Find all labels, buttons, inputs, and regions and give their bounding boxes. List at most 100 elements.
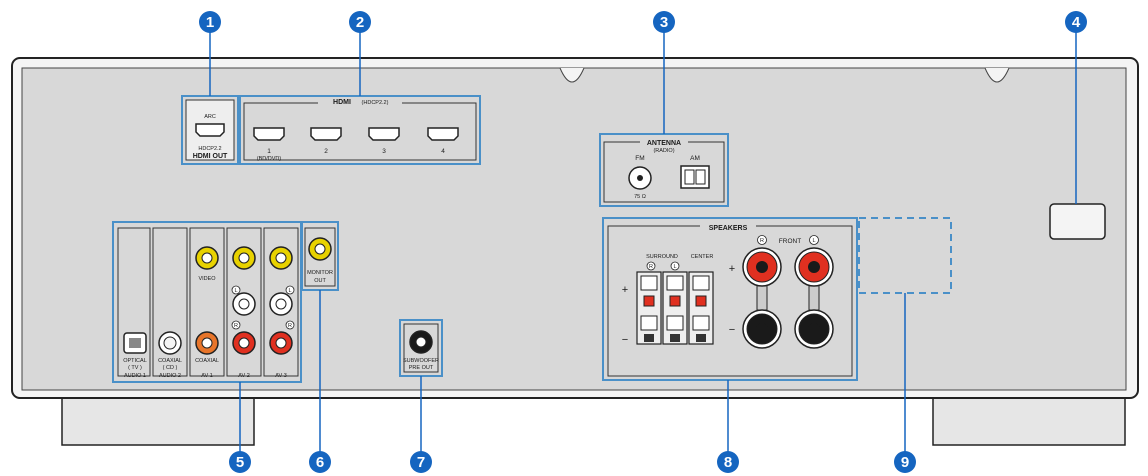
fm-ohm-label: 75 Ω <box>634 194 646 200</box>
av3-audio-left-center <box>275 298 287 310</box>
l-marker <box>231 285 241 295</box>
hdmi-port-label: 1 <box>267 148 271 155</box>
front-l-marker <box>809 235 819 245</box>
front-label: FRONT <box>779 238 801 245</box>
callout-number: 3 <box>660 14 668 31</box>
av1-video-connector-center <box>201 252 213 264</box>
hdmi-port-label: 3 <box>382 148 386 155</box>
speakers-highlight <box>602 217 858 381</box>
r-marker <box>231 320 241 330</box>
av-input-columns <box>117 227 299 377</box>
hdmi-in-port-4: 4 <box>427 127 459 155</box>
r-label: R <box>288 323 292 329</box>
callout-9: 9 <box>894 451 916 473</box>
surround-r-marker <box>646 261 656 271</box>
cd-label: ( CD ) <box>163 365 178 371</box>
am-terminal-slot <box>684 169 695 185</box>
center-label: CENTER <box>691 254 714 260</box>
hdmi-out-label: HDMI OUT <box>193 153 228 160</box>
surround-r-label: R <box>649 264 653 270</box>
hdmi-in-header: HDMI <box>333 99 351 106</box>
fm-label: FM <box>635 155 644 162</box>
av3-video-connector-center <box>275 252 287 264</box>
l-marker <box>285 285 295 295</box>
av3-audio-right-center <box>275 337 287 349</box>
left-foot <box>61 394 255 446</box>
callout-2: 2 <box>349 11 371 33</box>
av2-audio-right-center <box>238 337 250 349</box>
callout-7: 7 <box>410 451 432 473</box>
hdmi-port1-sub: (BD/DVD) <box>257 156 282 162</box>
av3-label: AV 3 <box>275 373 287 379</box>
antenna-sub: (RADIO) <box>653 148 674 154</box>
hdmi-in-port-1: 1 (BD/DVD) <box>253 127 285 162</box>
front-l-terminal <box>794 247 834 349</box>
callout-number: 8 <box>724 454 732 471</box>
am-terminal <box>680 165 710 189</box>
av2-video-connector-center <box>238 252 250 264</box>
av1-label: AV 1 <box>201 373 213 379</box>
hdmi-in-port-3: 3 <box>368 127 400 155</box>
coaxial-cd-connector-ring <box>163 336 177 350</box>
audio2-label: AUDIO 2 <box>159 373 181 379</box>
audio1-label: AUDIO 1 <box>124 373 146 379</box>
speakers-header: SPEAKERS <box>709 225 748 232</box>
tv-label: ( TV ) <box>128 365 142 371</box>
callout-number: 9 <box>901 454 909 471</box>
subwoofer-frame <box>403 323 439 373</box>
video-label: VIDEO <box>198 276 216 282</box>
arc-label: ARC <box>204 114 216 120</box>
right-foot <box>932 394 1126 446</box>
hdmi-out-connector <box>195 123 225 137</box>
av2-audio-left-center <box>238 298 250 310</box>
hdmi-port-label: 2 <box>324 148 328 155</box>
optical-connector-inner <box>129 338 141 348</box>
monitor-out-connector-center <box>314 243 326 255</box>
coaxial-label: COAXIAL <box>195 358 219 364</box>
callout-1: 1 <box>199 11 221 33</box>
subwoofer-label: SUBWOOFER <box>403 358 439 364</box>
callout-number: 1 <box>206 14 214 31</box>
plus-label: + <box>622 284 628 296</box>
power-cord-outlet <box>1049 203 1106 240</box>
callout-number: 4 <box>1072 14 1081 31</box>
av-inputs-highlight <box>112 221 302 383</box>
l-label: L <box>288 288 291 294</box>
minus-label: − <box>622 334 628 346</box>
antenna-header: ANTENNA <box>647 140 681 147</box>
callout-number: 7 <box>417 454 425 471</box>
front-l-label: L <box>812 238 815 244</box>
av1-coaxial-connector-center <box>201 337 213 349</box>
front-minus-label: − <box>729 324 735 336</box>
callout-6: 6 <box>309 451 331 473</box>
surround-l-label: L <box>673 264 676 270</box>
surround-l-marker <box>670 261 680 271</box>
callout-3: 3 <box>653 11 675 33</box>
panel-notch <box>984 67 1010 83</box>
hdcp-label: HDCP2.2 <box>198 146 221 152</box>
av2-label: AV 2 <box>238 373 250 379</box>
surround-label: SURROUND <box>646 254 678 260</box>
am-label: AM <box>690 155 700 162</box>
surround-l-terminal <box>662 271 688 345</box>
front-r-label: R <box>760 238 764 244</box>
callout-4: 4 <box>1065 11 1087 33</box>
callout-5: 5 <box>229 451 251 473</box>
hdmi-in-header-sub: (HDCP2.2) <box>362 100 389 106</box>
front-r-terminal <box>742 247 782 349</box>
fm-connector-pin <box>637 175 643 181</box>
hdmi-header-bg <box>318 97 402 106</box>
callout-8: 8 <box>717 451 739 473</box>
hdmi-port-label: 4 <box>441 148 445 155</box>
speakers-header-bg <box>700 222 756 231</box>
r-label: R <box>234 323 238 329</box>
pre-out-label: PRE OUT <box>409 365 434 371</box>
surround-r-terminal <box>636 271 662 345</box>
coaxial-cd-label: COAXIAL <box>158 358 182 364</box>
callout-number: 5 <box>236 454 244 471</box>
hdmi-in-port-2: 2 <box>310 127 342 155</box>
callout-number: 2 <box>356 14 364 31</box>
center-terminal <box>688 271 714 345</box>
callout-leaders <box>209 32 1077 452</box>
